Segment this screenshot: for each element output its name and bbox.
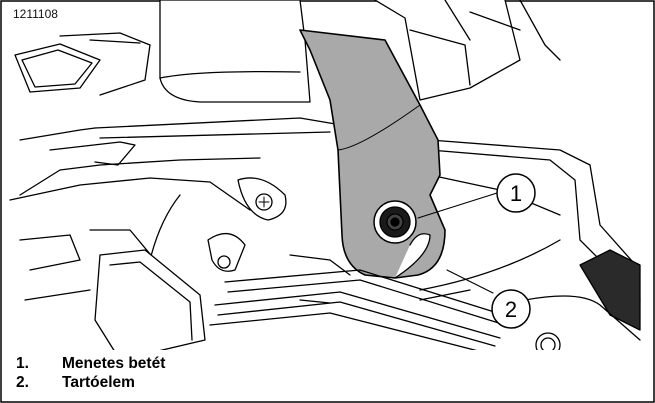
callout-1: 1 [496, 173, 536, 213]
legend-item: 2. Tartóelem [16, 374, 165, 393]
callout-2-label: 2 [505, 297, 517, 322]
legend-text: Tartóelem [62, 374, 135, 391]
legend-text: Menetes betét [62, 355, 166, 372]
top-right-panel [374, 0, 521, 101]
legend-item: 1. Menetes betét [16, 355, 165, 374]
upper-housing [159, 0, 311, 103]
left-channel [94, 249, 206, 361]
legend: 1. Menetes betét 2. Tartóelem [16, 355, 165, 393]
legend-number: 2. [16, 374, 29, 391]
legend-number: 1. [16, 355, 29, 372]
rail-2 [214, 291, 501, 339]
callout-2: 2 [491, 289, 531, 329]
callout-1-label: 1 [510, 181, 522, 206]
figure-id: 1211108 [11, 7, 60, 21]
lower-bolt [217, 255, 231, 269]
rail-1 [224, 269, 521, 321]
right-dark-part [579, 249, 641, 331]
